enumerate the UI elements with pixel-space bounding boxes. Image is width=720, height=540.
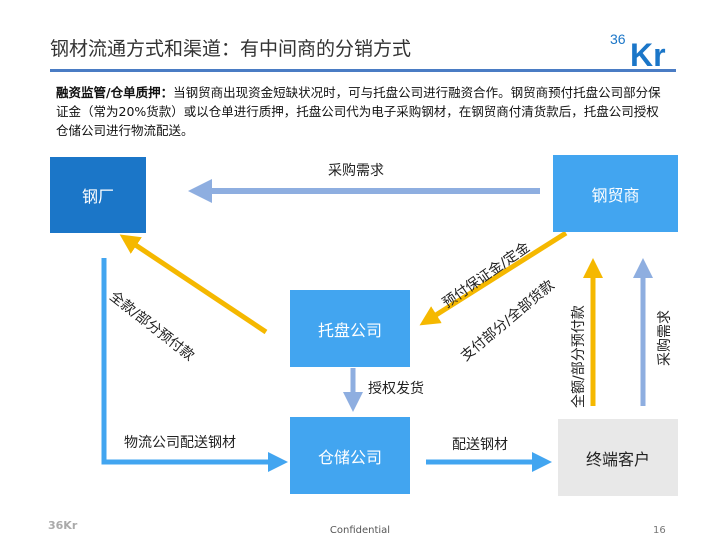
arrow-trader-to-pallet (419, 230, 568, 326)
node-mill: 钢厂 (50, 157, 146, 233)
page-title: 钢材流通方式和渠道：有中间商的分销方式 (50, 38, 412, 60)
page-number: 16 (653, 525, 666, 536)
node-trader: 钢贸商 (553, 155, 678, 232)
node-end-customer: 终端客户 (558, 419, 678, 496)
footer-logo: 36Kr (48, 519, 78, 532)
description: 融资监管/仓单质押：当钢贸商出现资金短缺状况时，可与托盘公司进行融资合作。钢贸商… (56, 83, 666, 140)
footer-confidential: Confidential (329, 525, 391, 536)
node-pallet-company: 托盘公司 (290, 290, 410, 367)
label-trader-to-mill: 采购需求 (328, 163, 384, 179)
label-deliver: 配送钢材 (452, 437, 508, 453)
arrow-mill-to-warehouse (101, 258, 288, 472)
title-divider (50, 69, 676, 72)
label-customer-payment: 全额/部分预付款 (571, 305, 587, 408)
svg-text:36: 36 (610, 31, 626, 47)
label-logistics: 物流公司配送钢材 (124, 435, 236, 451)
arrow-pallet-to-mill (119, 234, 268, 335)
description-heading: 融资监管/仓单质押： (56, 85, 174, 100)
node-warehouse: 仓储公司 (290, 417, 410, 494)
36kr-logo: 36 Kr (610, 31, 666, 66)
svg-text:Kr: Kr (630, 37, 666, 66)
label-authorize-shipping: 授权发货 (368, 381, 424, 397)
description-text: 当钢贸商出现资金短缺状况时，可与托盘公司进行融资合作。钢贸商预付托盘公司部分保证… (56, 85, 661, 138)
label-customer-demand: 采购需求 (657, 310, 673, 366)
